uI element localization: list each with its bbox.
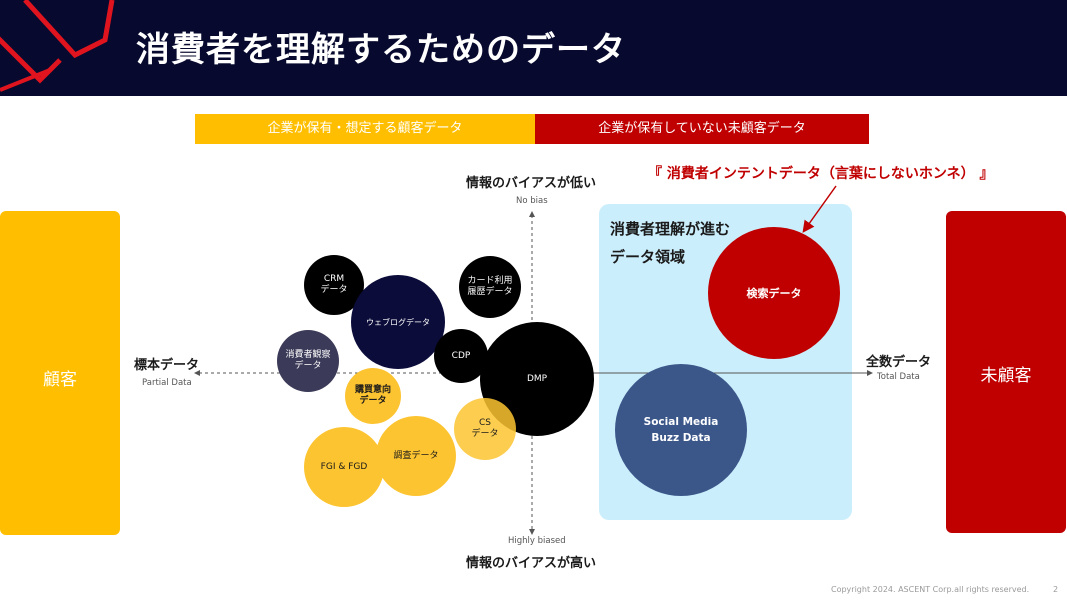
axis-left-title: 標本データ (134, 358, 200, 373)
area-label-line2: データ領域 (610, 248, 686, 266)
header-bar: 消費者を理解するためのデータ (0, 0, 1067, 96)
bubble-consumer-observation-data: 消費者観察 データ (277, 330, 339, 392)
area-label-line1: 消費者理解が進む (610, 220, 731, 238)
axis-right-sub: Total Data (877, 372, 920, 382)
brand-logo-icon (0, 0, 115, 92)
bubble-search-data: 検索データ (708, 227, 840, 359)
axis-bottom-sub: Highly biased (508, 536, 566, 546)
panel-customer-label: 顧客 (43, 370, 77, 390)
band-non-customer-data: 企業が保有していない未顧客データ (535, 114, 869, 144)
panel-non-customer-label: 未顧客 (980, 366, 1032, 386)
axis-bottom-title: 情報のバイアスが高い (466, 556, 597, 571)
panel-non-customer: 未顧客 (946, 211, 1066, 533)
axis-left-sub: Partial Data (142, 378, 192, 388)
bubble-purchase-intent-data: 購買意向 データ (345, 368, 401, 424)
bubble-cs-data: CS データ (454, 398, 516, 460)
page-number: 2 (1053, 585, 1059, 594)
axis-top-title: 情報のバイアスが低い (466, 176, 597, 191)
panel-customer: 顧客 (0, 211, 120, 535)
bubble-web-log-data: ウェブログデータ (351, 275, 445, 369)
axis-top-sub: No bias (516, 196, 548, 206)
bubble-fgi-fgd: FGI & FGD (304, 427, 384, 507)
consumer-intent-label: 『 消費者インテントデータ（言葉にしないホンネ） 』 (648, 166, 994, 182)
bubble-survey-data: 調査データ (376, 416, 456, 496)
bubble-social-media-buzz-data: Social Media Buzz Data (615, 364, 747, 496)
band-customer-data: 企業が保有・想定する顧客データ (195, 114, 535, 144)
bubble-card-usage-data: カード利用 履歴データ (459, 256, 521, 318)
page-title: 消費者を理解するためのデータ (136, 30, 626, 70)
axis-right-title: 全数データ (866, 355, 932, 370)
bubble-cdp: CDP (434, 329, 488, 383)
copyright-text: Copyright 2024. ASCENT Corp.all rights r… (831, 585, 1030, 594)
intent-pointer-arrow (802, 185, 837, 233)
